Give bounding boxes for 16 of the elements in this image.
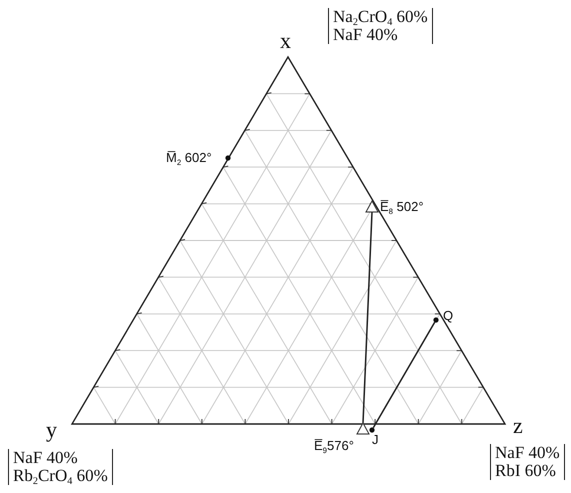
connector-line [372, 322, 436, 428]
composition-label: NaF 40% [13, 449, 79, 467]
vertex-label: z [513, 413, 523, 439]
point-label: M̅$_{2}$ 602° [166, 150, 212, 166]
composition-label: RbI 60% [495, 462, 557, 480]
point-label: E̅$_{8}$ 502° [380, 199, 424, 215]
point-label: E̅$_{9}$576° [314, 438, 354, 454]
composition-label: NaF 40% [495, 444, 560, 462]
point-label: J [372, 432, 378, 448]
vertex-label: x [280, 28, 291, 54]
vertex-label: y [46, 417, 57, 443]
composition-label: NaF 40% [333, 26, 399, 44]
composition-label: Rb$_{2}$CrO$_{4}$ 60% [13, 467, 108, 485]
composition-label: Na$_{2}$CrO$_{4}$ 60% [333, 8, 428, 26]
point-label: Q [443, 308, 454, 324]
connector-line [362, 212, 373, 424]
